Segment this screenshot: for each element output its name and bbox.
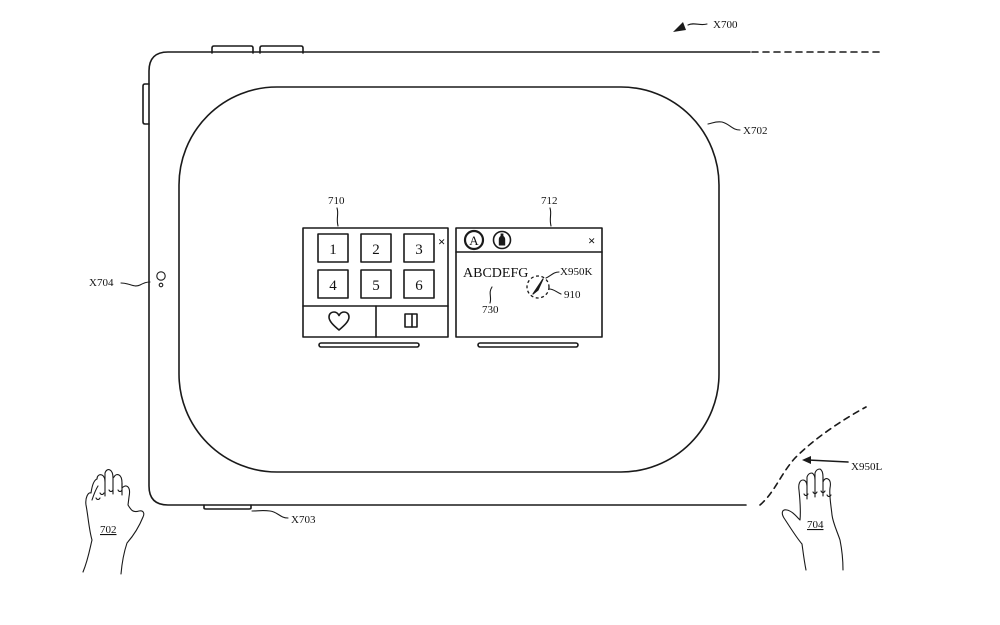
key-4[interactable]: 4 <box>317 269 349 299</box>
keypad-window: × 1 2 3 4 5 6 <box>302 227 449 338</box>
key-6[interactable]: 6 <box>403 269 435 299</box>
key-1[interactable]: 1 <box>317 233 349 263</box>
left-hand-702 <box>82 469 145 575</box>
keypad-window-grabber[interactable] <box>318 342 420 348</box>
text-window-close-button[interactable]: × <box>588 233 595 248</box>
window-icon <box>404 313 418 328</box>
bottom-button[interactable] <box>203 504 252 510</box>
keypad-window-close-button[interactable]: × <box>438 234 445 249</box>
sensor-icon <box>156 271 166 288</box>
top-button-right[interactable] <box>259 45 304 54</box>
text-field[interactable]: ABCDEFG <box>463 266 528 281</box>
ref-x704: X704 <box>89 277 114 289</box>
cursor-halo <box>526 275 550 299</box>
ref-x702: X702 <box>743 125 767 137</box>
ref-710: 710 <box>328 195 345 207</box>
bottle-icon <box>498 233 506 246</box>
bottle-button[interactable] <box>492 230 512 250</box>
pointer-cursor-icon <box>532 278 544 295</box>
key-5[interactable]: 5 <box>360 269 392 299</box>
text-format-icon <box>463 229 485 251</box>
ref-x950l: X950L <box>851 461 882 473</box>
key-2-label: 2 <box>372 242 380 258</box>
key-5-label: 5 <box>372 278 380 294</box>
text-format-button[interactable]: A <box>463 229 485 251</box>
window-button[interactable] <box>404 313 418 328</box>
text-format-icon-letter: A <box>469 233 479 248</box>
ref-x950k: X950K <box>560 266 592 278</box>
ref-910: 910 <box>564 289 581 301</box>
ref-730: 730 <box>482 304 499 316</box>
favorite-button[interactable] <box>328 311 350 331</box>
ref-712: 712 <box>541 195 558 207</box>
side-button[interactable] <box>142 83 150 125</box>
device-outline <box>148 51 751 506</box>
heart-icon <box>328 311 350 331</box>
top-button-left[interactable] <box>211 45 254 54</box>
text-window: A × ABCDEFG <box>455 227 603 338</box>
hand-motion-arrow <box>802 456 849 464</box>
key-1-label: 1 <box>329 242 337 258</box>
ref-704: 704 <box>807 519 824 531</box>
right-hand-704 <box>781 468 844 571</box>
key-6-label: 6 <box>415 278 423 294</box>
text-window-grabber[interactable] <box>477 342 579 348</box>
key-4-label: 4 <box>329 278 337 294</box>
ref-x703: X703 <box>291 514 316 526</box>
ref-x700: X700 <box>713 19 738 31</box>
key-3-label: 3 <box>415 242 423 258</box>
hand-motion-path <box>759 406 867 506</box>
display-area <box>178 86 720 473</box>
leader-lines <box>120 22 741 519</box>
key-2[interactable]: 2 <box>360 233 392 263</box>
device <box>142 45 881 510</box>
ref-702: 702 <box>100 524 117 536</box>
key-3[interactable]: 3 <box>403 233 435 263</box>
